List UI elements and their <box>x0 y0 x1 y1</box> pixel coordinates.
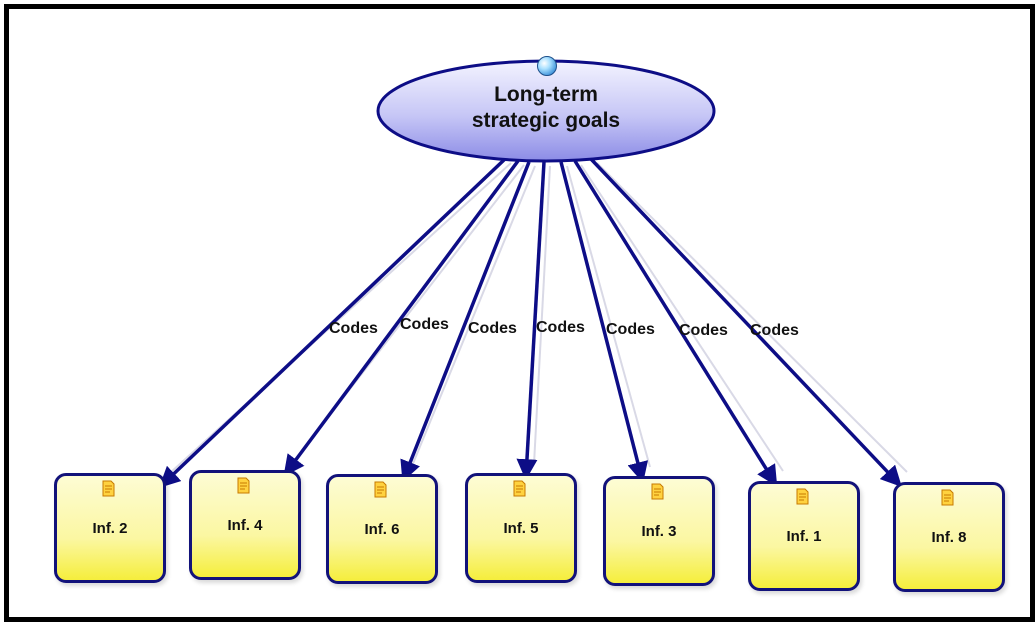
edge-root-to-inf-5[interactable] <box>516 161 546 481</box>
document-icon <box>796 488 809 505</box>
root-node-label: Long-term strategic goals <box>376 82 716 134</box>
edge-root-to-inf-4[interactable] <box>283 159 520 477</box>
node-inf-5[interactable]: Inf. 5 <box>465 473 577 583</box>
edge-shadow <box>566 165 651 468</box>
document-icon <box>102 480 115 497</box>
node-label: Inf. 3 <box>641 523 677 540</box>
diagram-frame: Long-term strategic goals Codes Codes Co… <box>4 4 1035 622</box>
node-inf-3[interactable]: Inf. 3 <box>603 476 715 586</box>
orb-icon <box>537 56 557 76</box>
node-inf-6[interactable]: Inf. 6 <box>326 474 438 584</box>
document-icon <box>651 483 664 500</box>
edge-shadow <box>533 165 551 465</box>
node-label: Inf. 1 <box>786 528 822 545</box>
document-icon <box>941 489 954 506</box>
edges-layer <box>158 59 908 488</box>
edge-label: Codes <box>400 316 449 333</box>
node-label: Inf. 6 <box>364 521 400 538</box>
document-icon <box>374 481 387 498</box>
edge-root-to-inf-8[interactable] <box>589 157 902 488</box>
edge-label: Codes <box>606 321 655 338</box>
edge-shadow <box>596 162 908 473</box>
node-label: Inf. 5 <box>503 520 539 537</box>
edge-label: Codes <box>468 320 517 337</box>
edge-root-to-inf-1[interactable] <box>573 160 778 487</box>
document-icon <box>513 480 526 497</box>
edge-root-to-inf-6[interactable] <box>400 161 531 482</box>
node-label: Inf. 8 <box>931 529 967 546</box>
root-title-line-1: Long-term <box>494 83 598 106</box>
edge-shadow <box>411 165 536 467</box>
document-icon <box>237 477 250 494</box>
edge-label: Codes <box>679 322 728 339</box>
node-inf-2[interactable]: Inf. 2 <box>54 473 166 583</box>
edge-label: Codes <box>750 322 799 339</box>
edge-root-to-inf-2[interactable] <box>158 157 507 488</box>
root-title-line-2: strategic goals <box>471 109 621 132</box>
edge-shadow <box>580 164 784 472</box>
edge-label: Codes <box>329 320 378 337</box>
edge-label: Codes <box>536 319 585 336</box>
edge-root-to-inf-3[interactable] <box>559 161 649 484</box>
root-node[interactable]: Long-term strategic goals <box>376 56 716 162</box>
node-inf-1[interactable]: Inf. 1 <box>748 481 860 591</box>
node-label: Inf. 2 <box>92 520 128 537</box>
node-inf-4[interactable]: Inf. 4 <box>189 470 301 580</box>
node-label: Inf. 4 <box>227 517 263 534</box>
node-inf-8[interactable]: Inf. 8 <box>893 482 1005 592</box>
